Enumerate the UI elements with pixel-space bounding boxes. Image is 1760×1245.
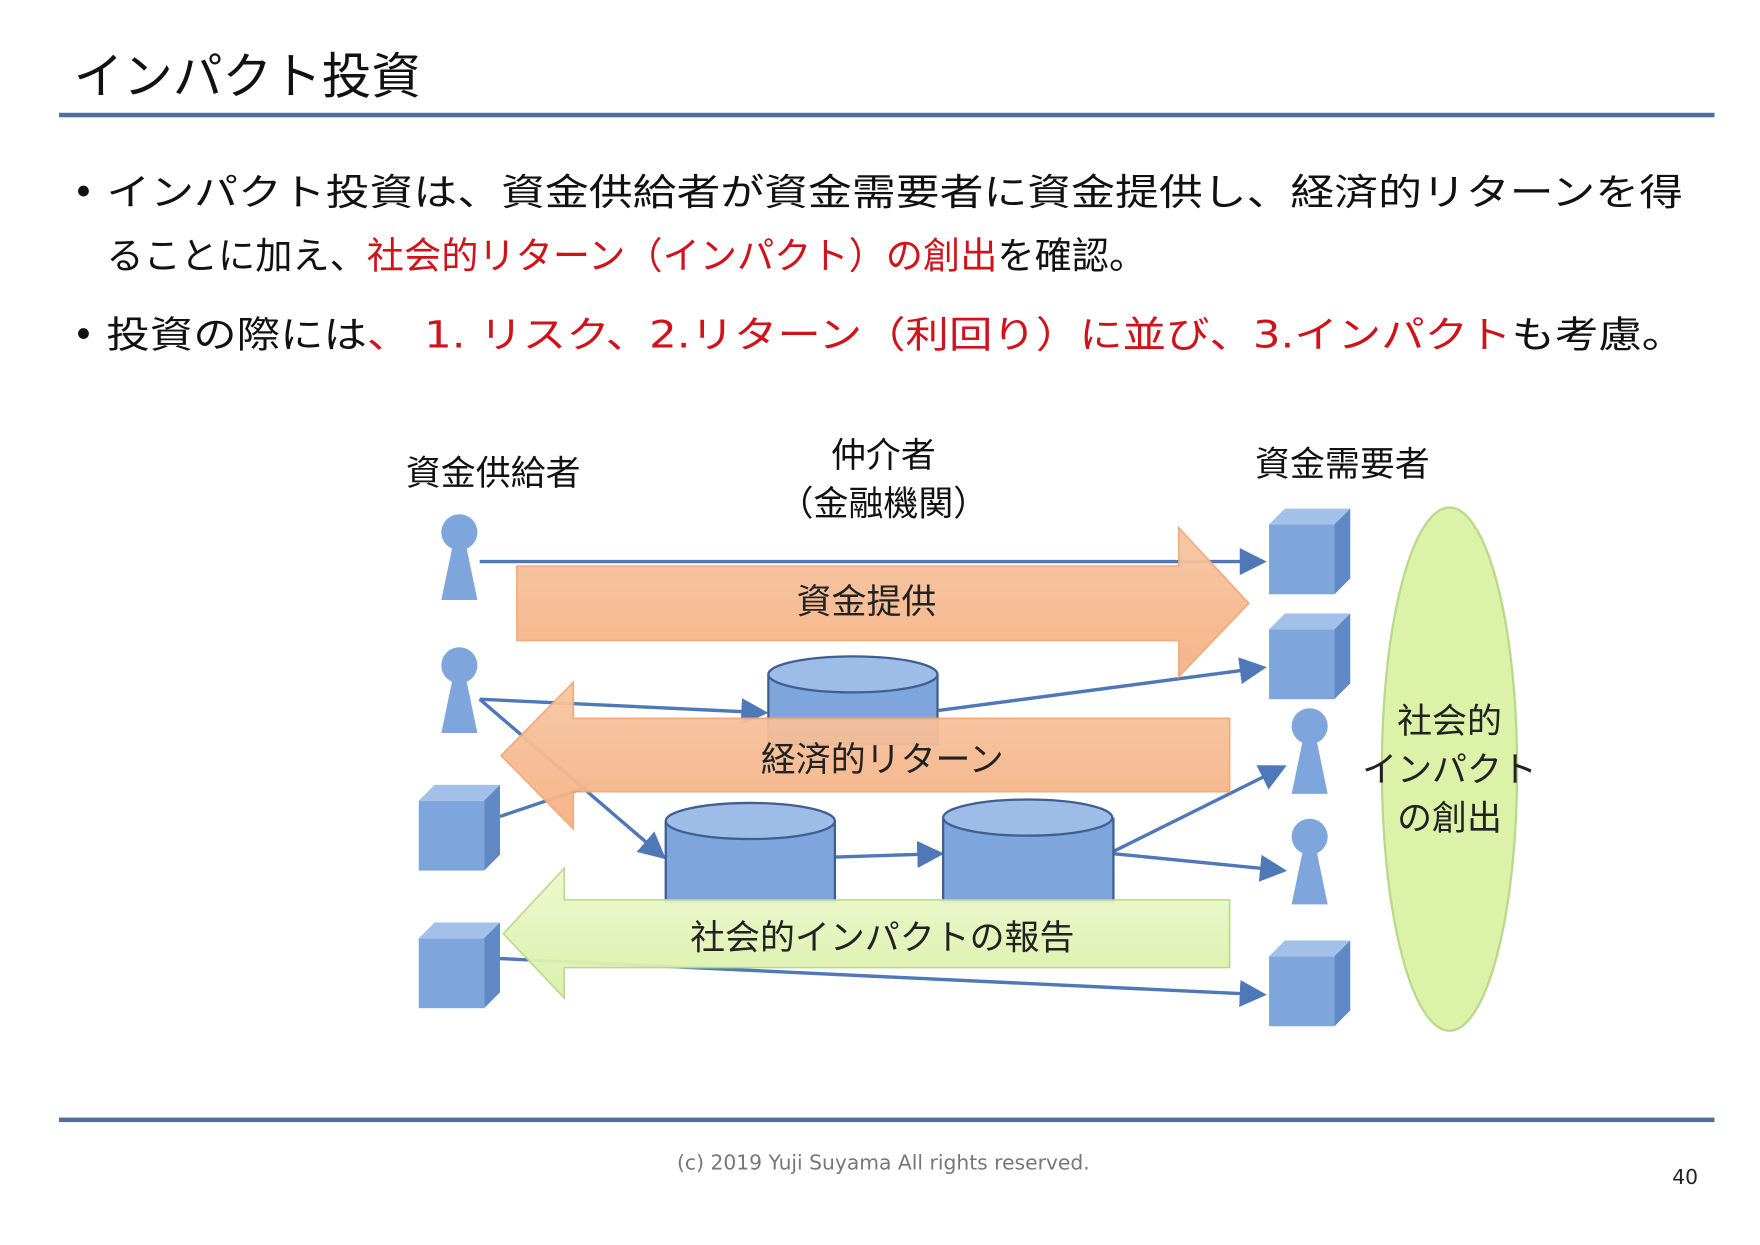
demander-cube-icon — [1269, 940, 1351, 1027]
bullet-2-prefix: 投資の際には — [106, 312, 367, 356]
funding-arrow-label: 資金提供 — [797, 582, 937, 622]
supplier-cube-icon — [418, 922, 500, 1009]
return-arrow-label: 経済的リターン — [761, 740, 1004, 780]
funding-arrow — [516, 525, 1250, 679]
supplier-person-icon — [441, 514, 478, 600]
bullet-2: 投資の際には、 1. リスク、2.リターン（利回り）に並び、3.インパクトも考慮… — [106, 312, 1685, 356]
impact-label-1: 社会的 — [1397, 702, 1502, 742]
bullet-1-line-1: インパクト投資は、資金供給者が資金需要者に資金提供し、経済的リターンを得 — [106, 170, 1683, 214]
diagram: 資金供給者 仲介者 （金融機関） 資金需要者 — [406, 436, 1537, 1032]
page-number: 40 — [1672, 1165, 1698, 1189]
bank-cylinder-icon — [942, 798, 1115, 904]
bullet-1-marker: • — [73, 170, 95, 214]
return-arrow — [499, 680, 1231, 831]
bullet-1-highlight: 社会的リターン（インパクト）の創出 — [367, 233, 998, 277]
bullet-2-highlight: 、 1. リスク、2.リターン（利回り）に並び、3.インパクト — [367, 312, 1512, 356]
impact-label-3: の創出 — [1397, 799, 1502, 839]
intermediary-label: 仲介者 — [831, 436, 936, 476]
bullet-2-suffix: も考慮。 — [1511, 312, 1685, 356]
report-arrow-label: 社会的インパクトの報告 — [690, 919, 1074, 959]
supplier-cube-icon — [418, 784, 500, 871]
demander-label: 資金需要者 — [1255, 445, 1430, 485]
demander-cube-icon — [1269, 508, 1351, 595]
demander-person-icon — [1291, 708, 1328, 794]
supplier-person-icon — [441, 647, 478, 734]
copyright: (c) 2019 Yuji Suyama All rights reserved… — [677, 1150, 1090, 1174]
bank-cylinder-icon — [664, 801, 837, 904]
bullet-1-prefix: ることに加え、 — [106, 233, 366, 277]
impact-ellipse — [1380, 506, 1519, 1032]
bullet-1-line-2: ることに加え、社会的リターン（インパクト）の創出を確認。 — [106, 233, 1146, 277]
slide-title: インパクト投資 — [74, 48, 421, 106]
footer-rule — [59, 1117, 1715, 1123]
demander-cube-icon — [1269, 613, 1351, 700]
bullet-1-suffix: を確認。 — [997, 233, 1146, 277]
report-arrow — [502, 866, 1231, 1001]
bullet-2-marker: • — [73, 312, 95, 356]
intermediary-sub-label: （金融機関） — [779, 484, 989, 524]
supplier-label: 資金供給者 — [406, 454, 581, 494]
title-rule — [59, 112, 1715, 118]
demander-person-icon — [1291, 818, 1328, 905]
impact-label-2: インパクト — [1362, 751, 1537, 791]
